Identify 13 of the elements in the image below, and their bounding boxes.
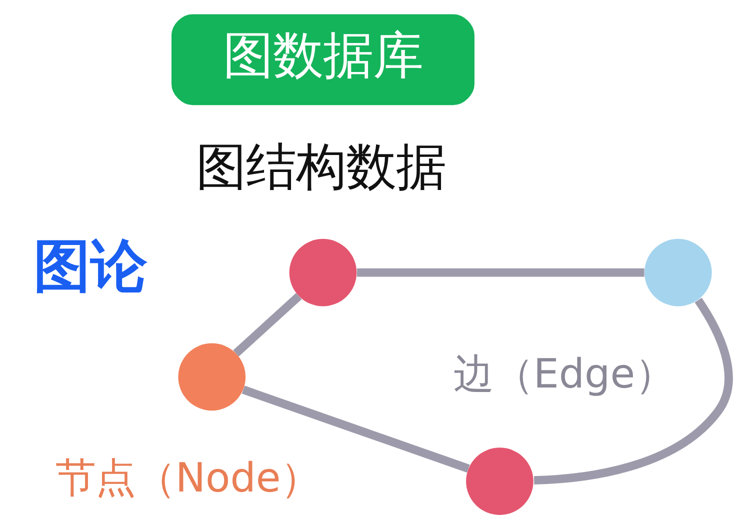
connector: [233, 293, 302, 356]
connector: [356, 268, 644, 277]
connector: [534, 298, 733, 484]
node-circle: [289, 238, 357, 306]
connector: [242, 386, 470, 473]
label: 图论: [33, 234, 148, 300]
node-box: 图数据库: [171, 14, 474, 106]
node-circle: [178, 343, 246, 411]
node-circle: [644, 238, 712, 306]
label: 节点（Node）: [55, 454, 321, 502]
node-circle: [466, 448, 534, 515]
label: 图结构数据: [196, 137, 446, 196]
label: 边（Edge）: [453, 350, 676, 398]
